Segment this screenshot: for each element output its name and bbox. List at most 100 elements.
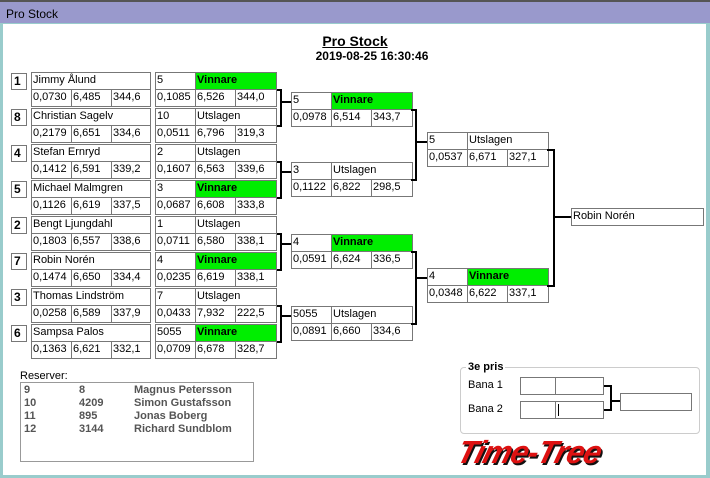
third-lane1-number[interactable] bbox=[520, 377, 556, 395]
qual-elapsed: 6,485 bbox=[71, 89, 112, 107]
reaction-time[interactable]: 0,1607 bbox=[155, 161, 196, 179]
lane-number[interactable]: 3 bbox=[291, 162, 332, 180]
elapsed-time[interactable]: 6,608 bbox=[195, 197, 236, 215]
lane-number[interactable]: 5 bbox=[155, 72, 196, 90]
elapsed-time[interactable]: 6,660 bbox=[331, 323, 372, 341]
reaction-time[interactable]: 0,1122 bbox=[291, 179, 332, 197]
lane-number[interactable]: 5055 bbox=[155, 324, 196, 342]
lane-number[interactable]: 10 bbox=[155, 108, 196, 126]
lane-number[interactable]: 5055 bbox=[291, 306, 332, 324]
elapsed-time[interactable]: 6,624 bbox=[331, 251, 372, 269]
racer-name[interactable]: Bengt Ljungdahl bbox=[31, 216, 151, 234]
lane-number[interactable]: 1 bbox=[155, 216, 196, 234]
speed[interactable]: 337,1 bbox=[507, 285, 549, 303]
lane-number[interactable]: 4 bbox=[427, 268, 468, 286]
result-status[interactable]: Utslagen bbox=[195, 288, 277, 306]
speed[interactable]: 319,3 bbox=[235, 125, 277, 143]
reaction-time[interactable]: 0,0348 bbox=[427, 285, 468, 303]
racer-name[interactable]: Christian Sagelv bbox=[31, 108, 151, 126]
speed[interactable]: 333,8 bbox=[235, 197, 277, 215]
result-status[interactable]: Utslagen bbox=[195, 144, 277, 162]
lane-number[interactable]: 5 bbox=[427, 132, 468, 150]
result-status[interactable]: Vinnare bbox=[331, 92, 413, 110]
result-status[interactable]: Utslagen bbox=[331, 162, 413, 180]
elapsed-time[interactable]: 6,563 bbox=[195, 161, 236, 179]
lane-number[interactable]: 7 bbox=[155, 288, 196, 306]
page-datetime: 2019-08-25 16:30:46 bbox=[315, 49, 429, 63]
result-status[interactable]: Vinnare bbox=[467, 268, 549, 286]
racer-name[interactable]: Thomas Lindström bbox=[31, 288, 151, 306]
third-lane2-result[interactable] bbox=[555, 401, 604, 419]
reaction-time[interactable]: 0,0591 bbox=[291, 251, 332, 269]
speed[interactable]: 344,0 bbox=[235, 89, 277, 107]
racer-name[interactable]: Robin Norén bbox=[31, 252, 151, 270]
reaction-time[interactable]: 0,0511 bbox=[155, 125, 196, 143]
racer-name[interactable]: Jimmy Ålund bbox=[31, 72, 151, 90]
third-place-winner[interactable] bbox=[620, 393, 692, 411]
speed[interactable]: 334,6 bbox=[371, 323, 413, 341]
result-status[interactable]: Vinnare bbox=[331, 234, 413, 252]
final-winner[interactable]: Robin Norén bbox=[571, 208, 704, 226]
result-status[interactable]: Vinnare bbox=[195, 324, 277, 342]
elapsed-time[interactable]: 6,822 bbox=[331, 179, 372, 197]
lane-number[interactable]: 2 bbox=[155, 144, 196, 162]
speed[interactable]: 338,1 bbox=[235, 269, 277, 287]
lane-number[interactable]: 4 bbox=[155, 252, 196, 270]
lane-number[interactable]: 4 bbox=[291, 234, 332, 252]
third-place-group bbox=[460, 367, 700, 434]
qual-elapsed: 6,621 bbox=[71, 341, 112, 359]
reaction-time[interactable]: 0,0433 bbox=[155, 305, 196, 323]
speed[interactable]: 222,5 bbox=[235, 305, 277, 323]
reaction-time[interactable]: 0,0709 bbox=[155, 341, 196, 359]
elapsed-time[interactable]: 6,580 bbox=[195, 233, 236, 251]
elapsed-time[interactable]: 6,796 bbox=[195, 125, 236, 143]
third-lane1-result[interactable] bbox=[555, 377, 604, 395]
result-status[interactable]: Utslagen bbox=[331, 306, 413, 324]
reaction-time[interactable]: 0,0687 bbox=[155, 197, 196, 215]
elapsed-time[interactable]: 6,622 bbox=[467, 285, 508, 303]
reaction-time[interactable]: 0,0235 bbox=[155, 269, 196, 287]
speed[interactable]: 328,7 bbox=[235, 341, 277, 359]
lane-number[interactable]: 3 bbox=[155, 180, 196, 198]
elapsed-time[interactable]: 6,619 bbox=[195, 269, 236, 287]
reaction-time[interactable]: 0,0978 bbox=[291, 109, 332, 127]
reaction-time[interactable]: 0,0537 bbox=[427, 149, 468, 167]
elapsed-time[interactable]: 7,932 bbox=[195, 305, 236, 323]
third-lane2-number[interactable] bbox=[520, 401, 556, 419]
elapsed-time[interactable]: 6,678 bbox=[195, 341, 236, 359]
speed[interactable]: 343,7 bbox=[371, 109, 413, 127]
elapsed-time[interactable]: 6,671 bbox=[467, 149, 508, 167]
racer-name[interactable]: Stefan Ernryd bbox=[31, 144, 151, 162]
speed[interactable]: 298,5 bbox=[371, 179, 413, 197]
result-status[interactable]: Vinnare bbox=[195, 252, 277, 270]
lane-number[interactable]: 5 bbox=[291, 92, 332, 110]
qual-reaction: 0,1412 bbox=[31, 161, 72, 179]
result-status[interactable]: Utslagen bbox=[195, 108, 277, 126]
racer-name[interactable]: Sampsa Palos bbox=[31, 324, 151, 342]
qual-speed: 344,6 bbox=[111, 89, 151, 107]
result-status[interactable]: Utslagen bbox=[195, 216, 277, 234]
reaction-time[interactable]: 0,1085 bbox=[155, 89, 196, 107]
reaction-time[interactable]: 0,0711 bbox=[155, 233, 196, 251]
racer-name[interactable]: Michael Malmgren bbox=[31, 180, 151, 198]
elapsed-time[interactable]: 6,514 bbox=[331, 109, 372, 127]
result-status[interactable]: Vinnare bbox=[195, 180, 277, 198]
connector-line bbox=[553, 216, 571, 218]
speed[interactable]: 338,1 bbox=[235, 233, 277, 251]
seed-number: 3 bbox=[11, 289, 27, 306]
speed[interactable]: 336,5 bbox=[371, 251, 413, 269]
elapsed-time[interactable]: 6,526 bbox=[195, 89, 236, 107]
reaction-time[interactable]: 0,0891 bbox=[291, 323, 332, 341]
speed[interactable]: 327,1 bbox=[507, 149, 549, 167]
result-status[interactable]: Utslagen bbox=[467, 132, 549, 150]
connector bbox=[610, 400, 620, 402]
connector-line bbox=[280, 233, 282, 271]
speed[interactable]: 339,6 bbox=[235, 161, 277, 179]
result-status[interactable]: Vinnare bbox=[195, 72, 277, 90]
title-bar[interactable]: Pro Stock bbox=[0, 0, 710, 23]
